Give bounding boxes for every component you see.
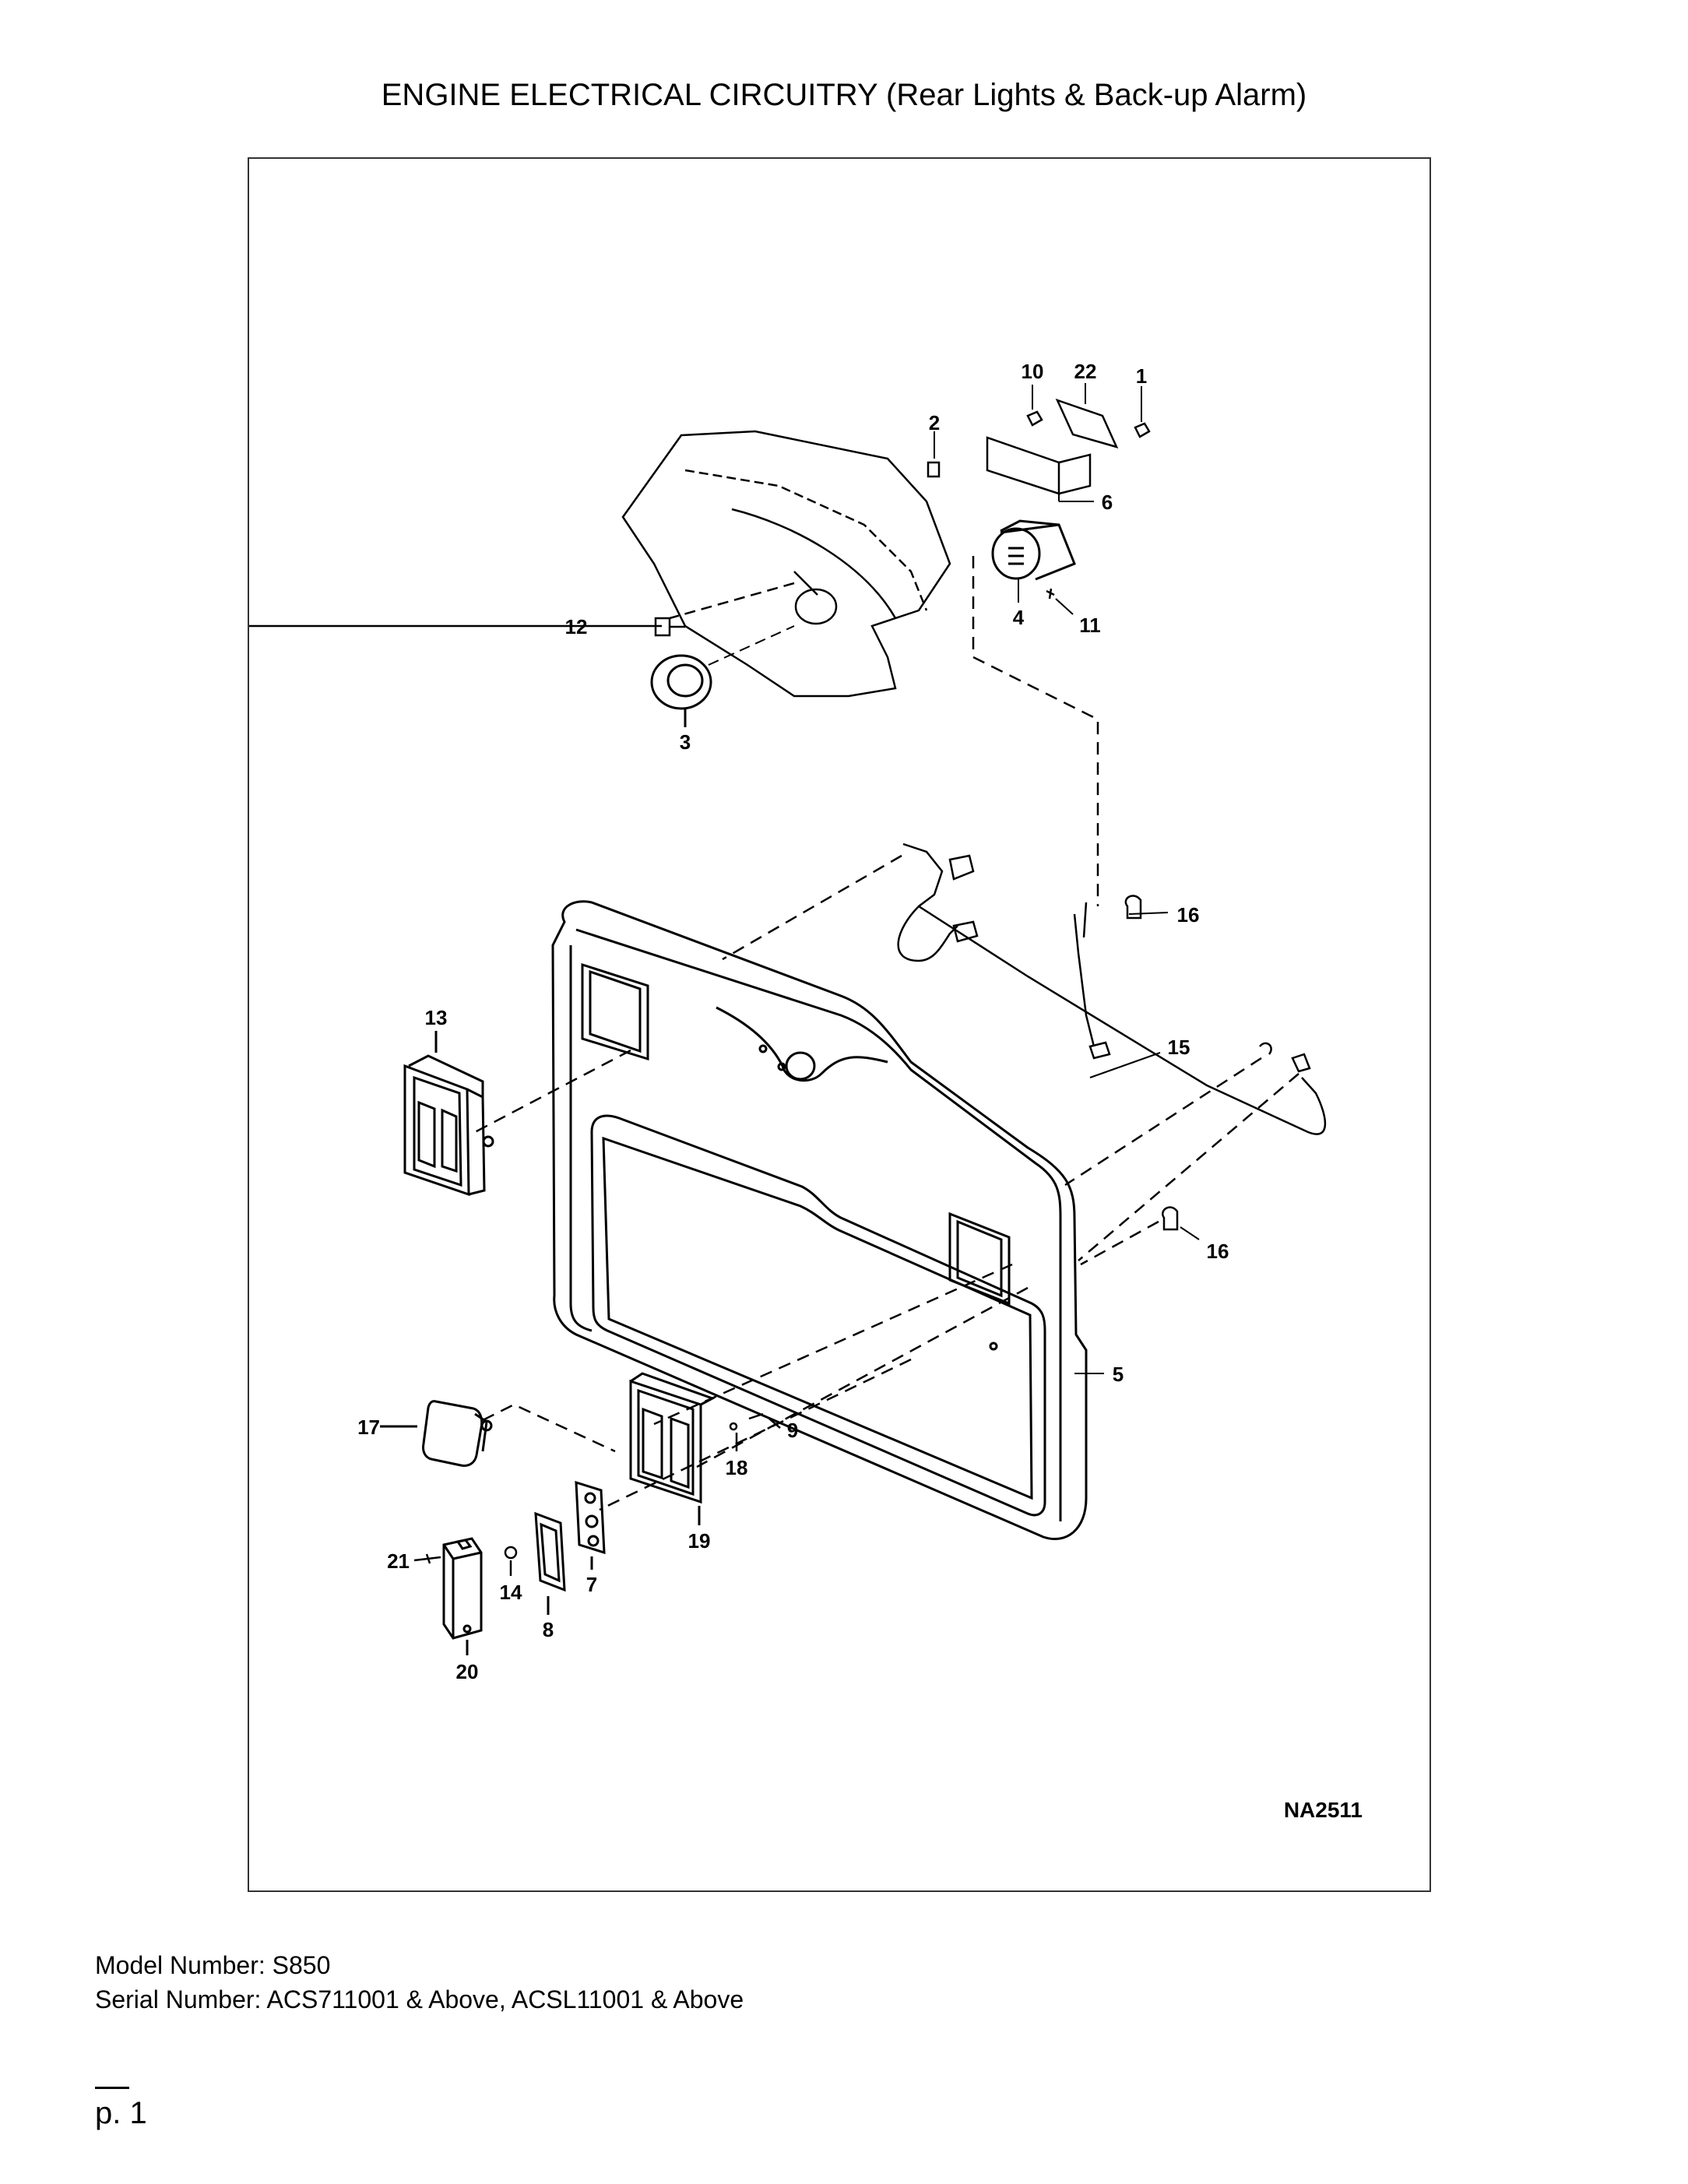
callout-13: 13 bbox=[425, 1006, 448, 1029]
callout-7: 7 bbox=[586, 1573, 597, 1596]
socket-plate-7 bbox=[575, 1480, 606, 1570]
callout-leaders-lower bbox=[1074, 912, 1200, 1374]
screw-11 bbox=[1046, 588, 1055, 600]
callout-6: 6 bbox=[1102, 491, 1113, 514]
screw-21 bbox=[413, 1553, 441, 1564]
callout-16-lower: 16 bbox=[1207, 1240, 1229, 1263]
callout-2: 2 bbox=[929, 411, 940, 434]
clip-16-lower bbox=[1162, 1206, 1179, 1231]
callout-22: 22 bbox=[1074, 360, 1097, 383]
tail-light-13 bbox=[403, 1031, 494, 1197]
light-17 bbox=[380, 1400, 493, 1467]
screw-14 bbox=[504, 1546, 518, 1576]
wiring-harness-15 bbox=[897, 842, 1327, 1135]
plate-22 bbox=[1055, 398, 1119, 448]
bolt-12 bbox=[249, 617, 685, 637]
nut-10 bbox=[1026, 410, 1043, 427]
callout-1: 1 bbox=[1136, 364, 1147, 388]
callout-3: 3 bbox=[680, 730, 691, 754]
page-title: ENGINE ELECTRICAL CIRCUITRY (Rear Lights… bbox=[381, 78, 1307, 112]
engine-housing-part bbox=[621, 430, 951, 698]
callout-9: 9 bbox=[787, 1419, 798, 1442]
backup-alarm-4 bbox=[991, 519, 1076, 581]
callout-10: 10 bbox=[1022, 360, 1044, 383]
page-number: p. 1 bbox=[95, 2096, 147, 2130]
grommet-3 bbox=[650, 625, 795, 727]
alarm-bracket-6 bbox=[986, 436, 1092, 495]
callout-11: 11 bbox=[1079, 614, 1101, 637]
callout-4: 4 bbox=[1013, 606, 1025, 629]
callout-16-upper: 16 bbox=[1177, 903, 1200, 927]
callout-12: 12 bbox=[565, 615, 588, 638]
callout-8: 8 bbox=[543, 1618, 554, 1641]
callout-numbers: 1 2 3 4 5 6 7 8 9 10 11 12 13 14 15 16 1… bbox=[357, 360, 1229, 1683]
model-info: Model Number: S850 Serial Number: ACS711… bbox=[95, 1948, 744, 2017]
callout-14: 14 bbox=[500, 1581, 522, 1604]
nut-1 bbox=[1134, 422, 1151, 438]
callout-17: 17 bbox=[357, 1416, 380, 1439]
alarm-wire-dashed bbox=[972, 556, 1099, 906]
parts-diagram: 1 2 3 4 5 6 7 8 9 10 11 12 13 14 15 16 1… bbox=[249, 360, 1363, 1822]
rear-door-panel-5 bbox=[551, 900, 1088, 1541]
lens-housing-20 bbox=[442, 1537, 483, 1655]
model-number: Model Number: S850 bbox=[95, 1951, 331, 1979]
callout-21: 21 bbox=[387, 1549, 410, 1573]
callout-5: 5 bbox=[1113, 1363, 1124, 1386]
callout-18: 18 bbox=[726, 1456, 748, 1479]
screw-9-18 bbox=[729, 1412, 781, 1451]
callout-20: 20 bbox=[456, 1660, 479, 1683]
callout-leaders-upper bbox=[934, 383, 1142, 615]
callout-19: 19 bbox=[688, 1529, 711, 1553]
callout-15: 15 bbox=[1168, 1036, 1190, 1059]
alignment-dashed-lines bbox=[474, 854, 1299, 1511]
diagram-frame: 1 2 3 4 5 6 7 8 9 10 11 12 13 14 15 16 1… bbox=[248, 157, 1431, 1892]
light-bezel-19 bbox=[629, 1372, 716, 1525]
clip-2 bbox=[927, 461, 941, 478]
serial-number: Serial Number: ACS711001 & Above, ACSL11… bbox=[95, 1985, 744, 2013]
clip-16-upper bbox=[1124, 895, 1142, 920]
gasket-8 bbox=[534, 1511, 566, 1615]
footer-rule bbox=[95, 2087, 129, 2089]
diagram-ref-code: NA2511 bbox=[1284, 1798, 1363, 1822]
